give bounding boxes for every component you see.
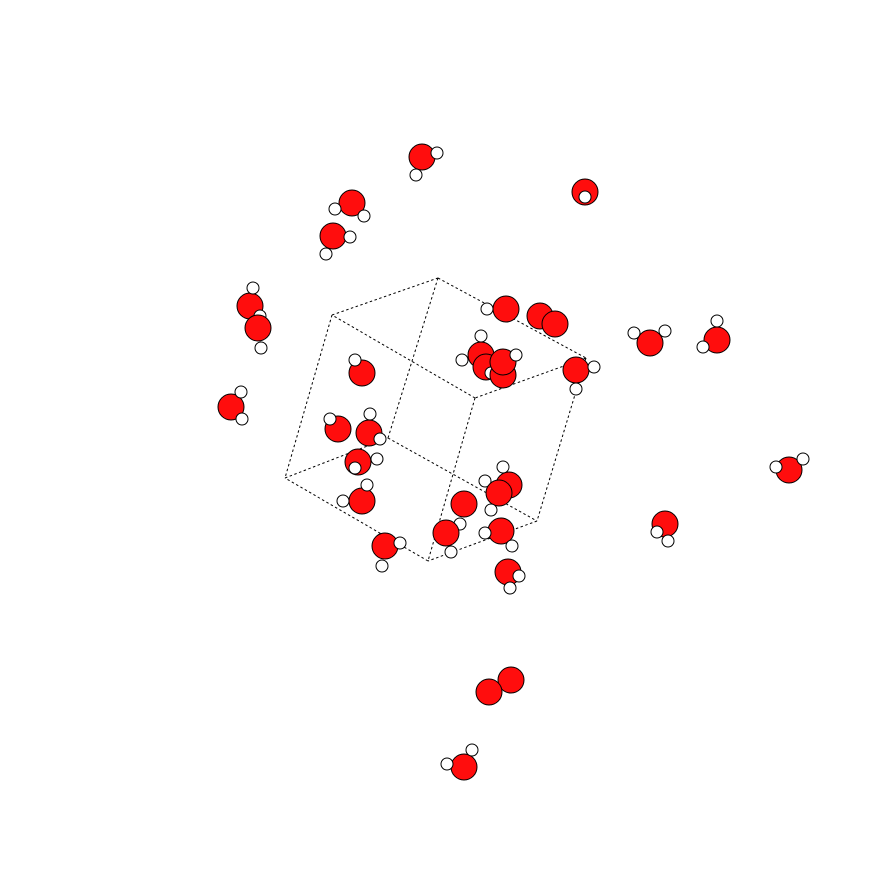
oxygen-atom <box>432 519 460 547</box>
oxygen-atom <box>541 310 569 338</box>
water-molecule <box>627 324 672 357</box>
oxygen-atom <box>475 678 503 706</box>
hydrogen-atom <box>348 461 362 475</box>
oxygen-atom <box>492 295 520 323</box>
oxygen-atom <box>489 348 517 376</box>
hydrogen-atom <box>375 559 389 573</box>
hydrogen-atom <box>328 202 342 216</box>
hydrogen-atom <box>569 382 583 396</box>
water-molecule <box>494 558 526 595</box>
hydrogen-atom <box>363 407 377 421</box>
oxygen-atom <box>450 753 478 781</box>
oxygen-atom <box>450 490 478 518</box>
oxygen-atom <box>371 532 399 560</box>
water-molecule <box>244 314 272 355</box>
hydrogen-atom <box>503 581 517 595</box>
water-molecule <box>475 678 503 706</box>
cell-edge <box>284 314 333 479</box>
hydrogen-atom <box>650 525 664 539</box>
hydrogen-atom <box>319 247 333 261</box>
hydrogen-atom <box>348 353 362 367</box>
water-molecule <box>348 353 376 387</box>
hydrogen-atom <box>323 412 337 426</box>
hydrogen-atom <box>465 743 479 757</box>
hydrogen-atom <box>478 474 492 488</box>
hydrogen-atom <box>769 460 783 474</box>
hydrogen-atom <box>234 385 248 399</box>
hydrogen-atom <box>484 503 498 517</box>
hydrogen-atom <box>661 534 675 548</box>
hydrogen-atom <box>357 209 371 223</box>
hydrogen-atom <box>480 302 494 316</box>
hydrogen-atom <box>509 348 523 362</box>
water-molecule <box>497 666 525 694</box>
hydrogen-atom <box>710 314 724 328</box>
hydrogen-atom <box>370 452 384 466</box>
hydrogen-atom <box>393 536 407 550</box>
water-molecule <box>440 743 479 781</box>
cell-edge <box>331 277 439 316</box>
water-molecule <box>478 517 519 553</box>
hydrogen-atom <box>658 324 672 338</box>
cell-edge <box>437 277 587 359</box>
hydrogen-atom <box>696 340 710 354</box>
water-molecule <box>355 407 387 447</box>
hydrogen-atom <box>360 478 374 492</box>
oxygen-atom <box>319 222 347 250</box>
water-molecule <box>696 314 731 354</box>
hydrogen-atom <box>478 526 492 540</box>
hydrogen-atom <box>373 432 387 446</box>
water-molecule <box>562 356 601 396</box>
oxygen-atom <box>497 666 525 694</box>
hydrogen-atom <box>444 545 458 559</box>
hydrogen-atom <box>587 360 601 374</box>
oxygen-atom <box>408 143 436 171</box>
hydrogen-atom <box>505 539 519 553</box>
oxygen-atom <box>217 393 245 421</box>
cell-edge <box>536 357 587 522</box>
hydrogen-atom <box>496 460 510 474</box>
oxygen-atom <box>485 479 513 507</box>
hydrogen-atom <box>578 190 592 204</box>
hydrogen-atom <box>235 412 249 426</box>
water-molecule <box>408 143 444 182</box>
hydrogen-atom <box>796 452 810 466</box>
water-molecule <box>650 510 679 548</box>
hydrogen-atom <box>512 569 526 583</box>
water-molecule <box>328 189 371 223</box>
water-molecule <box>371 532 407 573</box>
water-molecule <box>769 452 810 484</box>
water-molecule <box>484 479 513 517</box>
water-molecule <box>571 178 599 206</box>
water-molecule <box>217 385 249 426</box>
water-molecule <box>480 295 520 323</box>
hydrogen-atom <box>409 168 423 182</box>
water-molecule <box>432 519 460 559</box>
hydrogen-atom <box>430 146 444 160</box>
water-molecule <box>323 412 352 443</box>
hydrogen-atom <box>254 341 268 355</box>
hydrogen-atom <box>336 494 350 508</box>
hydrogen-atom <box>627 326 641 340</box>
water-molecules <box>217 143 810 781</box>
water-molecule <box>344 448 384 476</box>
oxygen-atom <box>348 487 376 515</box>
oxygen-atom <box>338 189 366 217</box>
hydrogen-atom <box>455 353 469 367</box>
water-molecule <box>541 310 569 338</box>
water-molecule <box>489 348 523 376</box>
water-molecule <box>336 478 376 515</box>
oxygen-atom <box>348 359 376 387</box>
oxygen-atom <box>636 329 664 357</box>
hydrogen-atom <box>474 329 488 343</box>
water-molecule <box>319 222 357 261</box>
hydrogen-atom <box>440 757 454 771</box>
hydrogen-atom <box>246 281 260 295</box>
oxygen-atom <box>244 314 272 342</box>
cell-edge <box>387 437 538 522</box>
hydrogen-atom <box>343 230 357 244</box>
oxygen-atom <box>562 356 590 384</box>
cell-edge <box>387 277 439 439</box>
